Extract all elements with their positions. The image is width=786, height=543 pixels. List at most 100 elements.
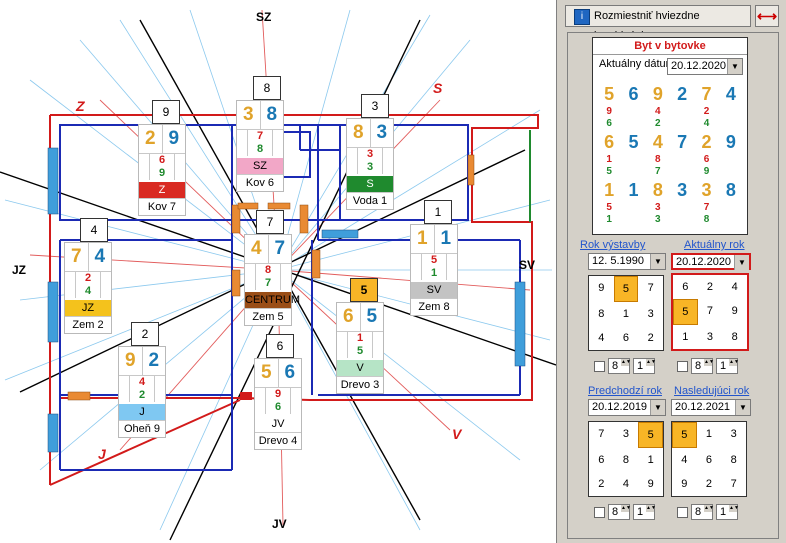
predchadzajuci-rok-spin2[interactable]: 1 [633, 504, 655, 520]
grid-cell: 6 [682, 281, 689, 293]
aktualny-rok-spin1[interactable]: 8 [691, 358, 713, 374]
mountain-star: 1 [411, 225, 435, 253]
predchadzajuci-rok-spin1[interactable]: 8 [608, 504, 630, 520]
period-number-box: 3 [361, 94, 389, 118]
predchadzajuci-rok-link[interactable]: Predchodzí rok [588, 385, 662, 397]
direction-label-jz: JZ [12, 263, 27, 277]
base-star: 5 [356, 345, 364, 357]
flat-grid-number: 6 [604, 132, 615, 152]
mountain-star: 2 [139, 125, 163, 153]
direction-label-z-red: Z [76, 98, 85, 114]
nasledujuci-rok-checkbox[interactable] [677, 506, 688, 518]
rok-vystavby-controls: 8 1 [594, 357, 655, 375]
flat-grid-sub1: 3 [655, 202, 661, 213]
grid-cell: 2 [598, 478, 605, 490]
aktualny-rok-select[interactable]: 20.12.2020 ▼ [671, 253, 751, 270]
chevron-down-icon: ▼ [727, 59, 742, 74]
swap-arrows-button[interactable]: ⟷ [755, 5, 779, 27]
current-date-select[interactable]: 20.12.2020 ▼ [667, 58, 743, 75]
aktualny-rok-link[interactable]: Aktuálny rok [684, 239, 745, 251]
grid-cell: 8 [622, 454, 630, 466]
annual-star: 7 [256, 130, 264, 142]
direction-badge: V [337, 360, 383, 376]
flat-grid-number: 8 [652, 180, 663, 200]
direction-badge: JV [255, 416, 301, 432]
flat-grid-number: 6 [628, 84, 639, 104]
grid-cell: 1 [622, 308, 630, 320]
period-number-box: 1 [424, 200, 452, 224]
flat-grid-number: 7 [701, 84, 712, 104]
grid-cell: 3 [706, 331, 714, 343]
nasledujuci-rok-value: 20.12.2021 [675, 401, 731, 413]
flat-grid-number: 2 [677, 84, 688, 104]
flat-grid-sub2: 4 [703, 118, 710, 129]
grid-cell: 8 [731, 331, 738, 343]
grid-cell: 6 [705, 454, 713, 466]
grid-cell: 5 [613, 276, 639, 302]
aktualny-rok-value: 20.12.2020 [676, 256, 732, 268]
flat-grid-sub1: 8 [655, 154, 661, 165]
direction-label-v-red: V [452, 426, 462, 442]
nasledujuci-rok-select[interactable]: 20.12.2021 ▼ [671, 399, 751, 416]
grid-cell: 2 [647, 332, 654, 344]
base-star: 4 [84, 285, 92, 297]
mountain-star: 4 [245, 235, 269, 263]
flat-grid-sub2: 6 [606, 118, 612, 129]
rok-vystavby-link[interactable]: Rok výstavby [580, 239, 646, 251]
aktualny-rok-spin2[interactable]: 1 [716, 358, 738, 374]
annual-star: 1 [356, 332, 364, 344]
grid-cell: 8 [598, 308, 605, 320]
direction-label-sv: SV [519, 258, 536, 272]
rok-vystavby-select[interactable]: 12. 5.1990 ▼ [588, 253, 666, 270]
grid-cell: 1 [682, 331, 689, 343]
period-number-box: 8 [253, 76, 281, 100]
flat-grid-cell: 4 [719, 82, 743, 130]
predchadzajuci-rok-value: 20.12.2019 [592, 401, 648, 413]
predchadzajuci-rok-select[interactable]: 20.12.2019 ▼ [588, 399, 666, 416]
direction-label-jv: JV [272, 517, 287, 531]
grid-cell: 5 [673, 299, 698, 325]
rok-vystavby-checkbox[interactable] [594, 360, 605, 372]
direction-label-j-red: J [98, 446, 106, 462]
grid-cell: 4 [731, 281, 738, 293]
predchadzajuci-rok-checkbox[interactable] [594, 506, 605, 518]
predchadzajuci-rok-controls: 8 1 [594, 503, 655, 521]
water-star: 4 [94, 246, 106, 267]
grid-cell: 5 [638, 422, 663, 448]
aktualny-rok-checkbox[interactable] [677, 360, 688, 372]
water-star: 7 [274, 238, 286, 259]
toolbar: i Rozmiestniť hviezdne kombinácie ⟷ [565, 5, 779, 42]
mountain-star: 7 [65, 243, 89, 271]
nasledujuci-rok-spin1[interactable]: 8 [691, 504, 713, 520]
flat-grid-cell: 9 [719, 130, 743, 178]
mountain-star: 5 [255, 359, 279, 387]
grid-cell: 4 [622, 478, 630, 490]
flat-grid-number: 7 [677, 132, 688, 152]
nasledujuci-rok-spin2[interactable]: 1 [716, 504, 738, 520]
annual-star: 6 [158, 154, 166, 166]
flat-grid-sub2: 8 [703, 214, 710, 225]
rok-vystavby-spin2[interactable]: 1 [633, 358, 655, 374]
arrange-star-combinations-button[interactable]: i Rozmiestniť hviezdne kombinácie [565, 5, 751, 42]
mountain-star: 3 [237, 101, 261, 129]
annual-star: 8 [264, 264, 272, 276]
grid-cell: 1 [705, 428, 713, 440]
nasledujuci-rok-link[interactable]: Nasledujúci rok [674, 385, 750, 397]
rok-vystavby-spin1[interactable]: 8 [608, 358, 630, 374]
grid-cell: 5 [672, 422, 697, 448]
